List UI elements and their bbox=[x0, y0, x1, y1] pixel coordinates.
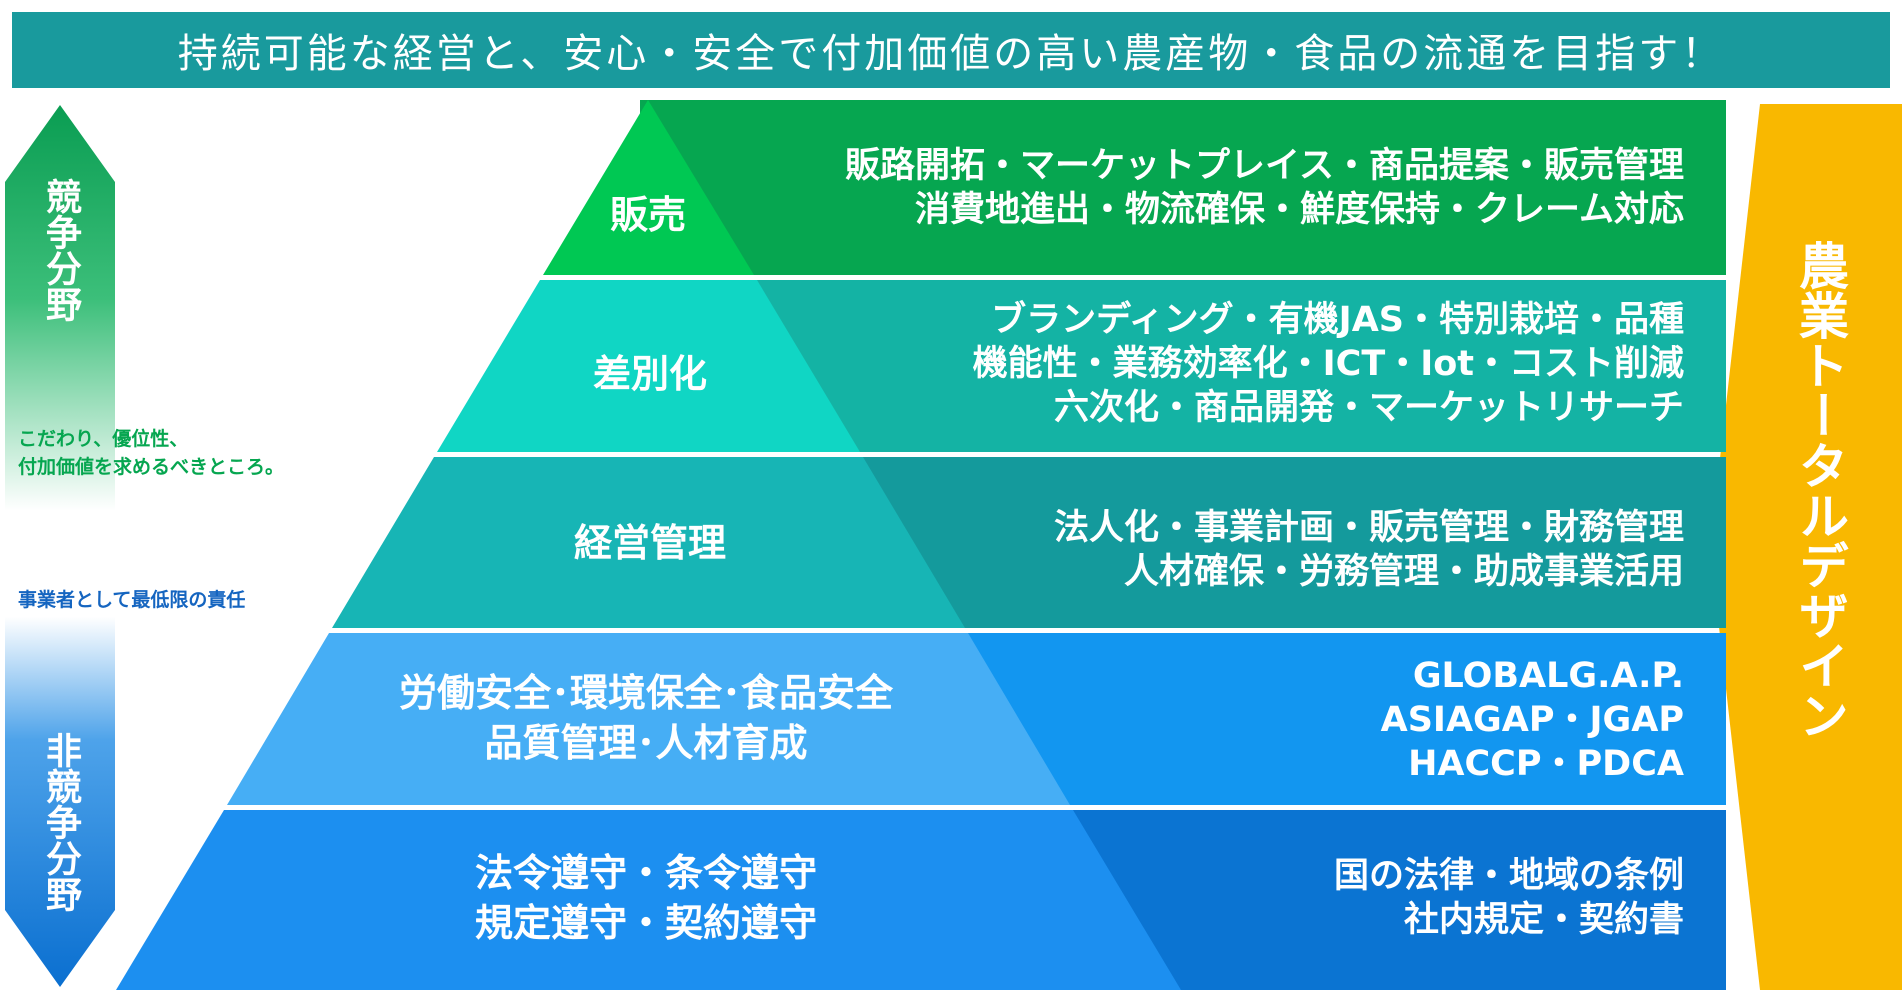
tier-4-detail-line-2: ASIAGAP・JGAP bbox=[1380, 700, 1684, 740]
tier-4-label-line-2: 品質管理･人材育成 bbox=[484, 721, 808, 765]
header-banner: 持続可能な経営と、安心・安全で付加価値の高い農産物・食品の流通を目指す！ bbox=[12, 12, 1890, 88]
side-banner-shape bbox=[1710, 104, 1902, 990]
tier-1-detail-line-1: 販路開拓・マーケットプレイス・商品提案・販売管理 bbox=[845, 146, 1684, 186]
tier-5-label-line-1: 法令遵守・条令遵守 bbox=[474, 851, 817, 895]
tier-5-detail-line-1: 国の法律・地域の条例 bbox=[1333, 856, 1684, 896]
tier-1-label-line-1: 販売 bbox=[609, 193, 686, 237]
header-title: 持続可能な経営と、安心・安全で付加価値の高い農産物・食品の流通を目指す！ bbox=[177, 31, 1725, 77]
tier-2-band bbox=[640, 280, 1726, 452]
tier-3-details: 法人化・事業計画・販売管理・財務管理 人材確保・労務管理・助成事業活用 bbox=[1054, 506, 1684, 594]
tier-2-details: ブランディング・有機JAS・特別栽培・品種 機能性・業務効率化・ICT・Iot・… bbox=[973, 298, 1684, 430]
side-banner-label: 農業トータルデザイン bbox=[1791, 240, 1849, 740]
tier-1-segment bbox=[543, 100, 754, 275]
tier-2-label-line-1: 差別化 bbox=[592, 352, 707, 396]
tier-2-label: 差別化 bbox=[500, 349, 800, 399]
tier-4-details: GLOBALG.A.P. ASIAGAP・JGAP HACCP・PDCA bbox=[1381, 654, 1684, 786]
tier-5-segment bbox=[116, 810, 1181, 990]
non-competitive-note: 事業者として最低限の責任 bbox=[18, 589, 246, 611]
tier-3-label-line-1: 経営管理 bbox=[573, 521, 726, 565]
axis-arrow bbox=[5, 105, 115, 987]
tier-4-label-line-1: 労働安全･環境保全･食品安全 bbox=[398, 671, 893, 715]
tier-1-band bbox=[640, 100, 1726, 275]
competitive-note-line-2: 付加価値を求めるべきところ。 bbox=[18, 456, 285, 478]
tier-4-segment bbox=[227, 633, 1070, 805]
tier-3-segment bbox=[332, 457, 965, 628]
tier-3-detail-line-1: 法人化・事業計画・販売管理・財務管理 bbox=[1053, 508, 1684, 548]
competitive-area-label: 競争分野 bbox=[40, 178, 81, 322]
tier-3-detail-line-2: 人材確保・労務管理・助成事業活用 bbox=[1123, 552, 1684, 592]
tier-4-detail-line-1: GLOBALG.A.P. bbox=[1412, 656, 1684, 696]
tier-2-detail-line-3: 六次化・商品開発・マーケットリサーチ bbox=[1053, 388, 1684, 428]
tier-1-label: 販売 bbox=[548, 190, 748, 240]
tier-4-detail-line-3: HACCP・PDCA bbox=[1408, 744, 1684, 784]
tier-4-label: 労働安全･環境保全･食品安全 品質管理･人材育成 bbox=[296, 668, 996, 768]
tier-5-label: 法令遵守・条令遵守 規定遵守・契約遵守 bbox=[296, 848, 996, 948]
competitive-note: こだわり、優位性、 付加価値を求めるべきところ。 bbox=[18, 425, 284, 481]
tier-2-segment bbox=[437, 280, 860, 452]
tier-2-detail-line-2: 機能性・業務効率化・ICT・Iot・コスト削減 bbox=[972, 344, 1684, 384]
tier-1-details: 販路開拓・マーケットプレイス・商品提案・販売管理 消費地進出・物流確保・鮮度保持… bbox=[845, 144, 1684, 232]
non-competitive-area-label: 非競争分野 bbox=[40, 732, 81, 912]
tier-2-detail-line-1: ブランディング・有機JAS・特別栽培・品種 bbox=[991, 300, 1684, 340]
competitive-note-line-1: こだわり、優位性、 bbox=[18, 428, 189, 450]
tier-5-label-line-2: 規定遵守・契約遵守 bbox=[474, 901, 817, 945]
tier-5-details: 国の法律・地域の条例 社内規定・契約書 bbox=[1334, 854, 1684, 942]
tier-5-detail-line-2: 社内規定・契約書 bbox=[1403, 900, 1684, 940]
tier-1-detail-line-2: 消費地進出・物流確保・鮮度保持・クレーム対応 bbox=[915, 190, 1684, 230]
tier-3-label: 経営管理 bbox=[450, 518, 850, 568]
